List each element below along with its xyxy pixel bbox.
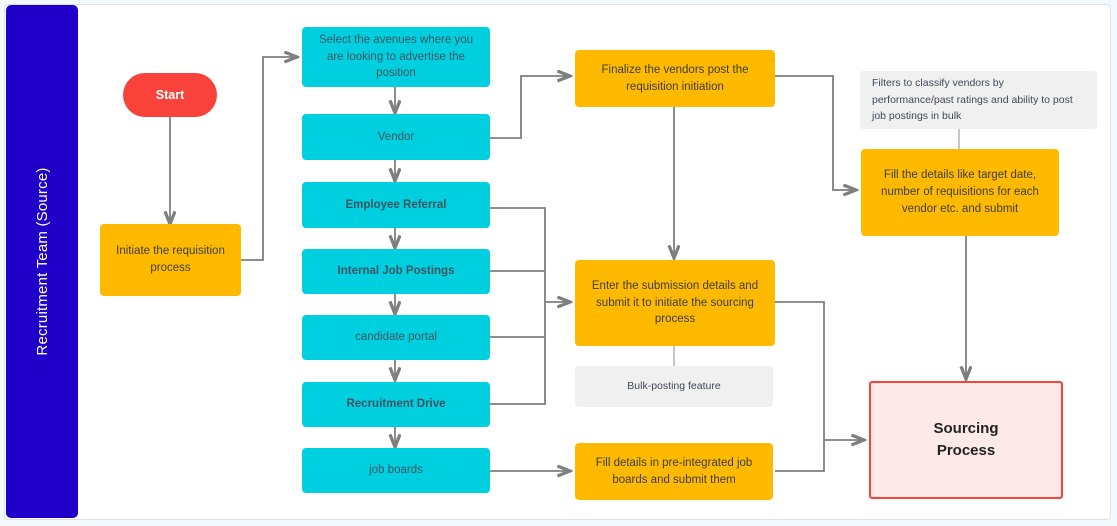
swimlane-recruitment-team: Recruitment Team (Source) <box>6 5 78 518</box>
note-bulk-posting-feature-label: Bulk-posting feature <box>627 380 721 393</box>
node-recruitment-drive[interactable]: Recruitment Drive <box>302 382 490 427</box>
node-fill-details-job-boards-label: Fill details in pre-integrated job board… <box>595 456 753 486</box>
node-internal-job-postings[interactable]: Internal Job Postings <box>302 249 490 294</box>
node-fill-vendor-details[interactable]: Fill the details like target date, numbe… <box>861 149 1059 236</box>
note-vendor-filters: Filters to classify vendors by performan… <box>860 71 1097 129</box>
node-sourcing-process-line1: Sourcing <box>933 419 999 437</box>
node-job-boards[interactable]: job boards <box>302 448 490 493</box>
note-vendor-filters-label: Filters to classify vendors by performan… <box>872 76 1073 123</box>
node-fill-vendor-details-label: Fill the details like target date, numbe… <box>881 169 1039 215</box>
node-sourcing-process[interactable]: Sourcing Process <box>869 381 1063 499</box>
node-finalize-vendors[interactable]: Finalize the vendors post the requisitio… <box>575 50 775 107</box>
node-employee-referral[interactable]: Employee Referral <box>302 182 490 228</box>
node-finalize-vendors-label: Finalize the vendors post the requisitio… <box>601 63 749 93</box>
node-select-avenues[interactable]: Select the avenues where you are looking… <box>302 27 490 87</box>
node-vendor[interactable]: Vendor <box>302 114 490 160</box>
node-candidate-portal-label: candidate portal <box>355 331 437 344</box>
node-internal-job-postings-label: Internal Job Postings <box>337 265 455 278</box>
node-enter-submission-details[interactable]: Enter the submission details and submit … <box>575 260 775 346</box>
node-initiate-requisition-label: Initiate the requisition process <box>116 245 225 274</box>
node-job-boards-label: job boards <box>369 464 423 477</box>
node-employee-referral-label: Employee Referral <box>345 198 447 211</box>
node-initiate-requisition[interactable]: Initiate the requisition process <box>100 224 241 296</box>
node-fill-details-job-boards[interactable]: Fill details in pre-integrated job board… <box>575 443 773 500</box>
node-enter-submission-details-label: Enter the submission details and submit … <box>591 279 759 326</box>
node-start-label: Start <box>155 87 185 102</box>
node-start[interactable]: Start <box>123 73 217 117</box>
note-bulk-posting-feature: Bulk-posting feature <box>575 366 773 407</box>
node-sourcing-process-line2: Process <box>936 442 996 459</box>
node-select-avenues-label: Select the avenues where you are looking… <box>318 33 474 80</box>
node-candidate-portal[interactable]: candidate portal <box>302 315 490 360</box>
node-vendor-label: Vendor <box>377 130 415 143</box>
swimlane-label: Recruitment Team (Source) <box>33 167 51 356</box>
node-recruitment-drive-label: Recruitment Drive <box>346 398 446 411</box>
